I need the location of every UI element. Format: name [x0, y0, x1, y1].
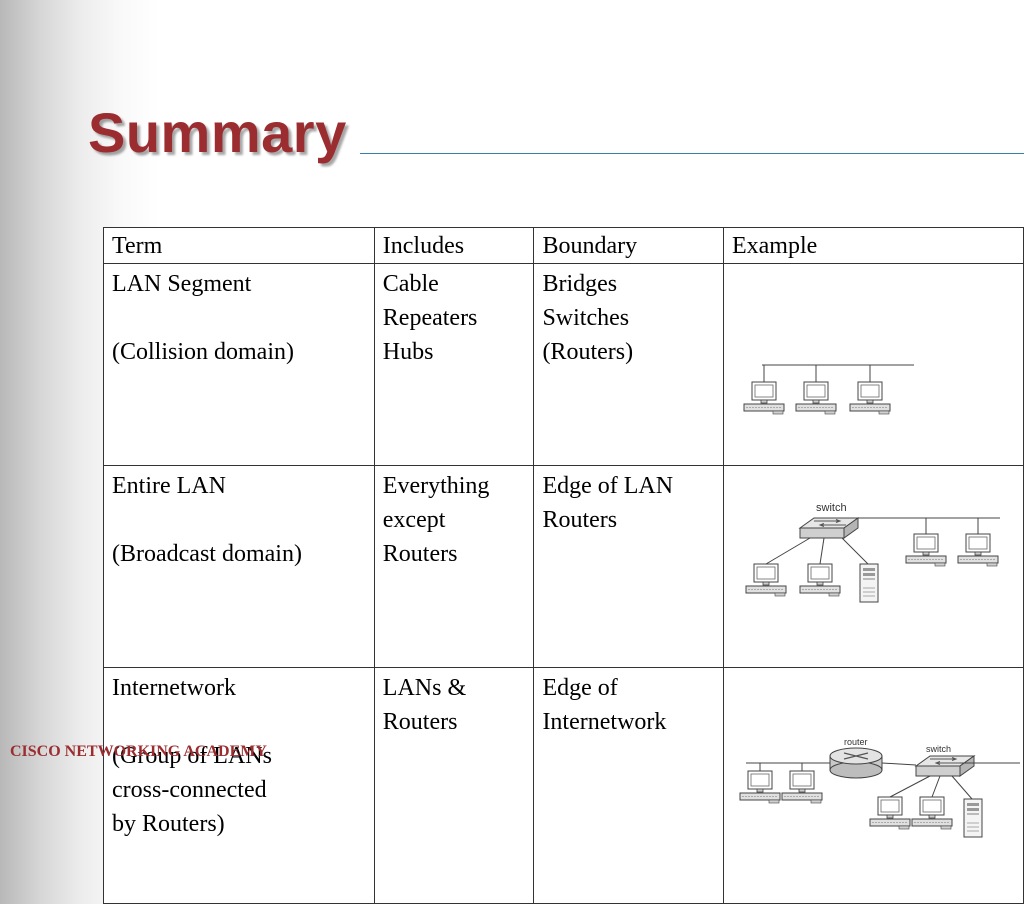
computer-icon: [799, 563, 841, 597]
table-row: LAN Segment (Collision domain) Cable Rep…: [103, 263, 1024, 466]
switch-label: switch: [926, 744, 951, 754]
router-icon: [829, 747, 883, 779]
server-icon: [859, 563, 879, 603]
computer-icon: [849, 381, 891, 415]
lan-segment-diagram: [743, 364, 914, 415]
header-boundary: Boundary: [533, 227, 724, 264]
internetwork-diagram: router switch: [739, 737, 1020, 838]
computer-icon: [957, 533, 999, 567]
computer-icon: [869, 796, 911, 830]
table-row: Internetwork (Group of LANs cross-connec…: [103, 667, 1024, 904]
term-cell: LAN Segment (Collision domain): [103, 263, 375, 466]
header-term: Term: [103, 227, 375, 264]
table-row: Entire LAN (Broadcast domain) Everything…: [103, 465, 1024, 668]
header-example: Example: [722, 227, 1024, 264]
router-label: router: [844, 737, 868, 747]
example-cell: [722, 263, 1024, 466]
boundary-cell: Edge of LAN Routers: [533, 465, 724, 668]
computer-icon: [905, 533, 947, 567]
boundary-cell: Edge of Internetwork: [533, 667, 724, 904]
computer-icon: [739, 770, 781, 804]
switch-label: switch: [816, 502, 847, 514]
boundary-cell: Bridges Switches (Routers): [533, 263, 724, 466]
computer-icon: [745, 563, 787, 597]
includes-cell: LANs & Routers: [373, 667, 535, 904]
switch-icon: [915, 755, 975, 777]
header-includes: Includes: [373, 227, 535, 264]
title-divider: [360, 153, 1024, 154]
example-cell: switch: [722, 465, 1024, 668]
table-header-row: Term Includes Boundary Example: [103, 227, 1024, 264]
entire-lan-diagram: switch: [745, 502, 1000, 603]
server-icon: [963, 798, 983, 838]
includes-cell: Everything except Routers: [373, 465, 535, 668]
computer-icon: [743, 381, 785, 415]
slide-title: Summary: [88, 101, 347, 164]
computer-icon: [781, 770, 823, 804]
summary-table: Term Includes Boundary Example LAN Segme…: [103, 227, 1024, 904]
footer-brand: CISCO NETWORKING ACADEMY: [10, 743, 267, 760]
example-cell: router switch: [722, 667, 1024, 904]
switch-icon: [799, 517, 859, 539]
includes-cell: Cable Repeaters Hubs: [373, 263, 535, 466]
term-cell: Internetwork (Group of LANs cross-connec…: [103, 667, 375, 904]
computer-icon: [795, 381, 837, 415]
computer-icon: [911, 796, 953, 830]
term-cell: Entire LAN (Broadcast domain): [103, 465, 375, 668]
